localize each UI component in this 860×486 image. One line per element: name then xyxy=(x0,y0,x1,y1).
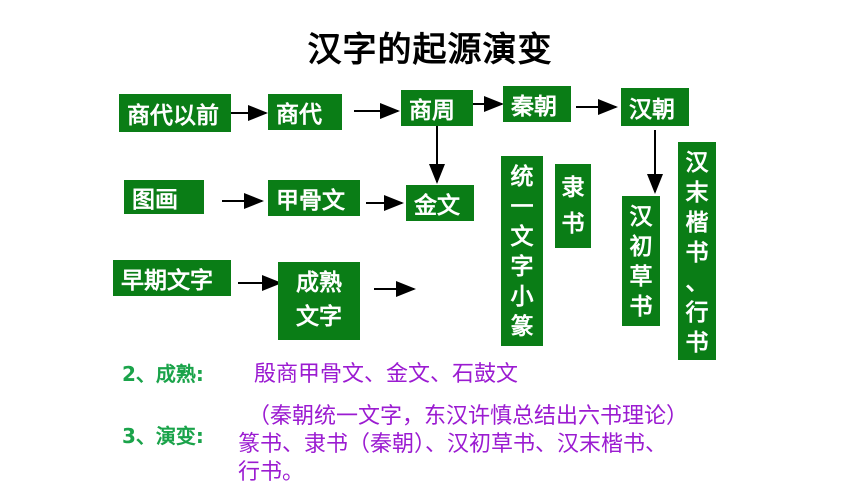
box-tuhua: 图画 xyxy=(124,180,204,214)
kaishu-char: 行 xyxy=(685,300,709,326)
box-hanchao: 汉朝 xyxy=(621,88,689,126)
caoshu-char: 初 xyxy=(629,234,653,260)
box-chengshu-wenzi: 成熟 文字 xyxy=(278,262,360,340)
box-tongyi-wenzi-xiaozhuan: 统 一 文 字 小 篆 xyxy=(501,156,543,346)
caoshu-char: 书 xyxy=(629,294,653,320)
text-chengshu: 殷商甲骨文、金文、石鼓文 xyxy=(254,362,519,387)
box-han-kaishu-xingshu: 汉 末 楷 书 、 行 书 xyxy=(678,142,716,360)
box-chengshu-line-1: 成熟 xyxy=(296,270,342,296)
box-shangdai-yiqian: 商代以前 xyxy=(119,94,231,132)
tongyi-char: 篆 xyxy=(510,314,534,340)
box-qinchao: 秦朝 xyxy=(503,86,571,122)
tongyi-char: 文 xyxy=(510,224,534,250)
kaishu-char: 楷 xyxy=(685,210,709,236)
label-yanbian: 3、演变: xyxy=(122,424,204,448)
box-qinchao-label: 秦朝 xyxy=(511,94,557,120)
text-yanbian-2: 篆书、隶书（秦朝）、汉初草书、汉末楷书、 xyxy=(238,432,668,457)
box-chengshu-line-2: 文字 xyxy=(296,304,342,330)
kaishu-char: 汉 xyxy=(685,150,709,176)
kaishu-char: 、 xyxy=(685,270,709,296)
box-jinwen: 金文 xyxy=(406,185,474,221)
box-shangdai-label: 商代 xyxy=(276,102,322,128)
box-zaoqi-wenzi-label: 早期文字 xyxy=(121,268,213,294)
caoshu-char: 草 xyxy=(629,264,653,290)
box-zaoqi-wenzi: 早期文字 xyxy=(113,260,231,296)
kaishu-char: 书 xyxy=(685,240,709,266)
box-shangzhou-label: 商周 xyxy=(409,98,455,124)
box-han-caoshu: 汉 初 草 书 xyxy=(622,196,660,326)
box-shangdai-yiqian-label: 商代以前 xyxy=(127,103,219,129)
text-yanbian-1: （秦朝统一文字，东汉许慎总结出六书理论） xyxy=(248,404,689,429)
tongyi-char: 一 xyxy=(510,194,534,220)
box-tuhua-label: 图画 xyxy=(132,187,178,213)
box-shangzhou: 商周 xyxy=(401,90,473,126)
tongyi-char: 字 xyxy=(510,254,534,280)
box-hanchao-label: 汉朝 xyxy=(629,97,675,123)
kaishu-char: 书 xyxy=(685,330,709,356)
lishu-char: 书 xyxy=(561,211,585,237)
caoshu-char: 汉 xyxy=(629,204,653,230)
box-lishu: 隶 书 xyxy=(555,164,591,248)
box-shangdai: 商代 xyxy=(268,94,342,130)
tongyi-char: 统 xyxy=(510,164,534,190)
box-jiaguwen: 甲骨文 xyxy=(268,180,360,216)
page-title: 汉字的起源演变 xyxy=(307,30,553,70)
tongyi-char: 小 xyxy=(510,284,534,310)
box-jiaguwen-label: 甲骨文 xyxy=(276,188,345,214)
label-chengshu: 2、成熟: xyxy=(122,362,204,386)
text-yanbian-3: 行书。 xyxy=(238,460,305,485)
box-jinwen-label: 金文 xyxy=(414,193,460,219)
kaishu-char: 末 xyxy=(685,180,709,206)
lishu-char: 隶 xyxy=(561,175,585,201)
